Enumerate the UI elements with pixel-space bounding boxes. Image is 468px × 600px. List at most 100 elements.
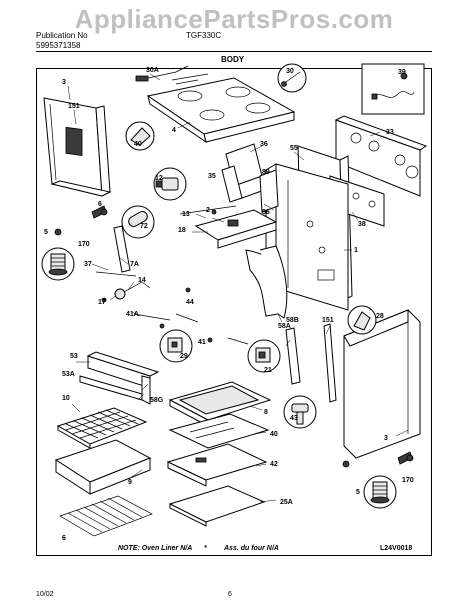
footer-page-number: 6 xyxy=(228,591,232,598)
callout-41a: 41A xyxy=(126,311,139,318)
callout-6-lower: 6 xyxy=(62,535,66,542)
callout-28: 28 xyxy=(376,313,384,320)
callout-89: 89 xyxy=(262,169,270,176)
circled-part-43 xyxy=(283,395,317,429)
callout-44: 44 xyxy=(186,299,194,306)
burner-plate xyxy=(166,443,268,487)
callout-25a: 25A xyxy=(280,499,293,506)
callout-30a: 30A xyxy=(146,67,159,74)
callout-86: 86 xyxy=(262,209,270,216)
callout-labels: 3 151 30A 30 39 33 40 4 36 55 12 35 89 3… xyxy=(44,67,414,542)
callout-36: 36 xyxy=(260,141,268,148)
callout-5-upper: 5 xyxy=(44,229,48,236)
callout-9: 9 xyxy=(128,479,132,486)
note-star: * xyxy=(204,545,207,552)
circled-part-28 xyxy=(347,305,377,335)
callout-58g: 58G xyxy=(150,397,164,404)
bottom-shield xyxy=(168,485,266,527)
callout-170-lower: 170 xyxy=(402,477,414,484)
spark-electrode-30a xyxy=(135,65,189,82)
callout-4: 4 xyxy=(172,127,176,134)
callout-55: 55 xyxy=(290,145,298,152)
header-rule xyxy=(36,51,432,52)
callout-12: 12 xyxy=(155,175,163,182)
oven-bottom xyxy=(168,381,272,427)
cooktop xyxy=(146,73,296,144)
broiler-pan-insert xyxy=(56,407,148,449)
circled-part-21 xyxy=(247,339,281,373)
callout-14: 14 xyxy=(138,277,146,284)
callout-43: 43 xyxy=(290,415,298,422)
callout-35: 35 xyxy=(208,173,216,180)
callout-53: 53 xyxy=(70,353,78,360)
wire-harness-box xyxy=(361,63,425,115)
publication-number: 5995371358 xyxy=(36,41,81,50)
side-panel-right xyxy=(323,309,421,459)
broiler-pan xyxy=(54,439,152,495)
callout-7a: 7A xyxy=(130,261,139,268)
callout-58b: 58B xyxy=(286,317,299,324)
callout-151-lower: 151 xyxy=(322,317,334,324)
callout-5-lower: 5 xyxy=(356,489,360,496)
callout-29: 29 xyxy=(180,353,188,360)
callout-42: 42 xyxy=(270,461,278,468)
callout-39: 39 xyxy=(398,69,406,76)
side-panel-left xyxy=(43,97,112,197)
circled-part-72 xyxy=(121,205,155,239)
callout-151-upper: 151 xyxy=(68,103,80,110)
callout-3-upper: 3 xyxy=(62,79,66,86)
model-number: TGF330C xyxy=(186,31,222,40)
callout-40-lower: 40 xyxy=(270,431,278,438)
oven-burner-baffle xyxy=(168,413,270,449)
circled-part-29 xyxy=(159,329,193,363)
note-assembly-oven: Ass. du four N/A xyxy=(224,545,279,552)
circled-part-5-upper xyxy=(41,247,75,281)
callout-170-upper: 170 xyxy=(78,241,90,248)
callout-30: 30 xyxy=(286,68,294,75)
callout-38: 38 xyxy=(358,221,366,228)
circled-part-12 xyxy=(153,167,187,201)
screw-170-lower xyxy=(342,451,414,468)
callout-6-upper: 6 xyxy=(98,201,102,208)
leader-lines xyxy=(67,73,409,503)
callout-17: 17 xyxy=(98,299,106,306)
circled-part-40-upper xyxy=(125,121,155,151)
callout-2: 2 xyxy=(206,207,210,214)
footer-date: 10/02 xyxy=(36,591,54,598)
control-panel xyxy=(334,115,428,197)
broil-burner-parts xyxy=(95,225,171,321)
publication-label: Publication No xyxy=(36,31,88,40)
watermark: AppliancePartsPros.com xyxy=(74,4,394,34)
circled-part-5-lower xyxy=(363,475,397,509)
diagram-code: L24V0018 xyxy=(380,545,413,552)
callout-33: 33 xyxy=(386,129,394,136)
side-trim-piece xyxy=(227,327,301,385)
callout-3-lower: 3 xyxy=(384,435,388,442)
callout-8: 8 xyxy=(264,409,268,416)
valve-bracket xyxy=(221,143,271,203)
callout-72: 72 xyxy=(140,223,148,230)
diagram-frame xyxy=(36,68,432,556)
callout-41: 41 xyxy=(198,339,206,346)
screw-170-upper xyxy=(54,205,108,236)
circled-part-30 xyxy=(277,63,307,93)
callout-1: 1 xyxy=(354,247,358,254)
bottom-brackets xyxy=(245,245,288,319)
callout-21: 21 xyxy=(264,367,272,374)
callout-18: 18 xyxy=(178,227,186,234)
note-oven-liner: NOTE: Oven Liner N/A xyxy=(118,545,193,552)
drawer-panel xyxy=(79,351,160,405)
bracket-89 xyxy=(259,169,279,213)
callout-37: 37 xyxy=(84,261,92,268)
section-title: BODY xyxy=(221,55,245,64)
callout-58a: 58A xyxy=(278,323,291,330)
callout-10: 10 xyxy=(62,395,70,402)
small-screws xyxy=(159,287,213,343)
burner-assembly xyxy=(179,205,278,249)
callout-13: 13 xyxy=(182,211,190,218)
callout-53a: 53A xyxy=(62,371,75,378)
callout-40-upper: 40 xyxy=(134,141,142,148)
oven-rack xyxy=(59,495,153,537)
